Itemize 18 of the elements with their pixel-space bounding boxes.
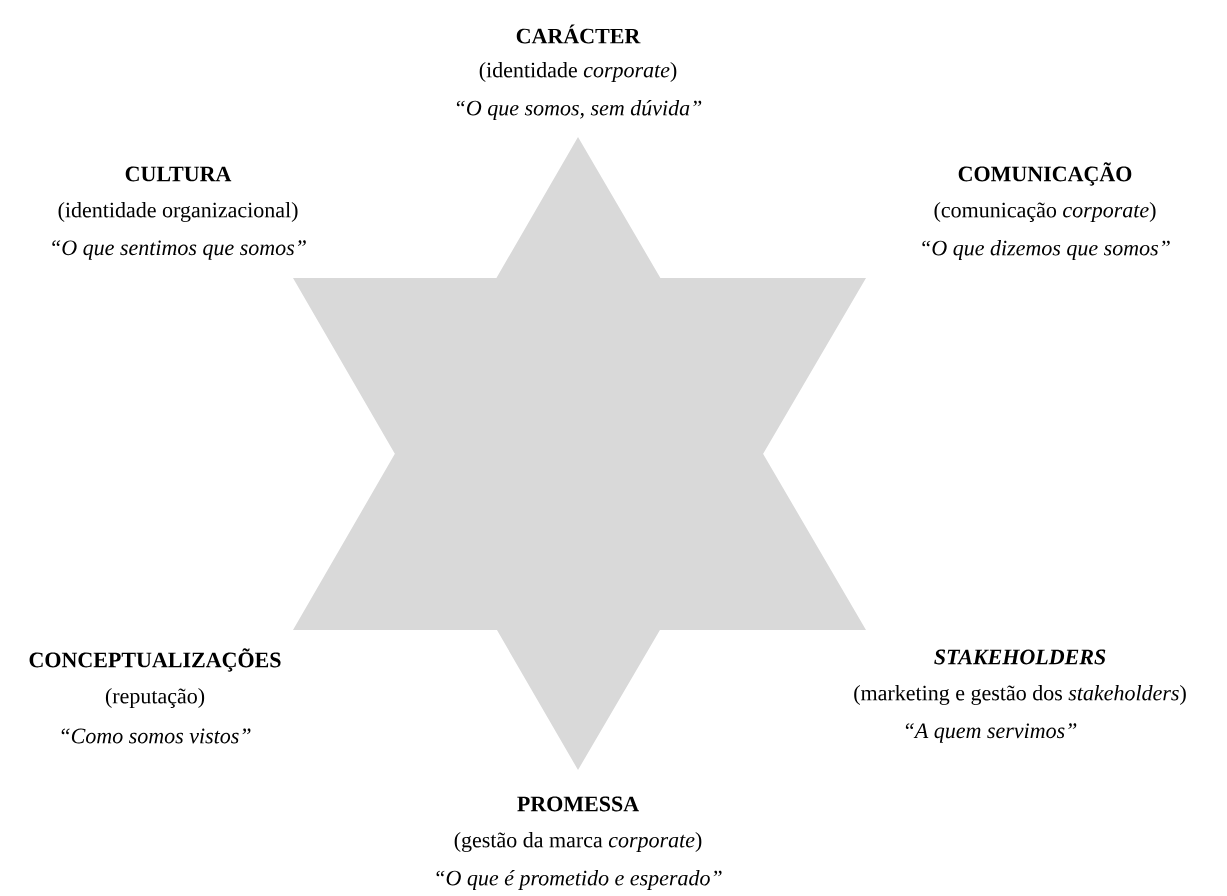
heading: PROMESSA [517, 796, 639, 812]
heading: CULTURA [125, 166, 232, 182]
heading: CONCEPTUALIZAÇÕES [29, 648, 281, 672]
quote-text: “O que sentimos que somos” [52, 240, 306, 260]
quote-text: “Como somos vistos” [61, 728, 251, 744]
heading: STAKEHOLDERS [934, 649, 1106, 665]
quote-text: “O que somos, sem dúvida” [456, 100, 702, 120]
subtitle: (gestão da marca corporate) [454, 832, 702, 852]
heading: CARÁCTER [516, 24, 641, 44]
subtitle: (identidade organizacional) [58, 202, 298, 222]
quote-text: “A quem servimos” [905, 723, 1077, 743]
quote-text: “O que dizemos que somos” [922, 240, 1170, 260]
quote-text: “O que é prometido e esperado” [436, 870, 722, 890]
heading: COMUNICAÇÃO [958, 162, 1132, 186]
subtitle: (marketing e gestão dos stakeholders) [854, 685, 1186, 705]
subtitle: (reputação) [105, 688, 205, 708]
subtitle: (comunicação corporate) [934, 202, 1156, 222]
subtitle: (identidade corporate) [479, 62, 677, 82]
